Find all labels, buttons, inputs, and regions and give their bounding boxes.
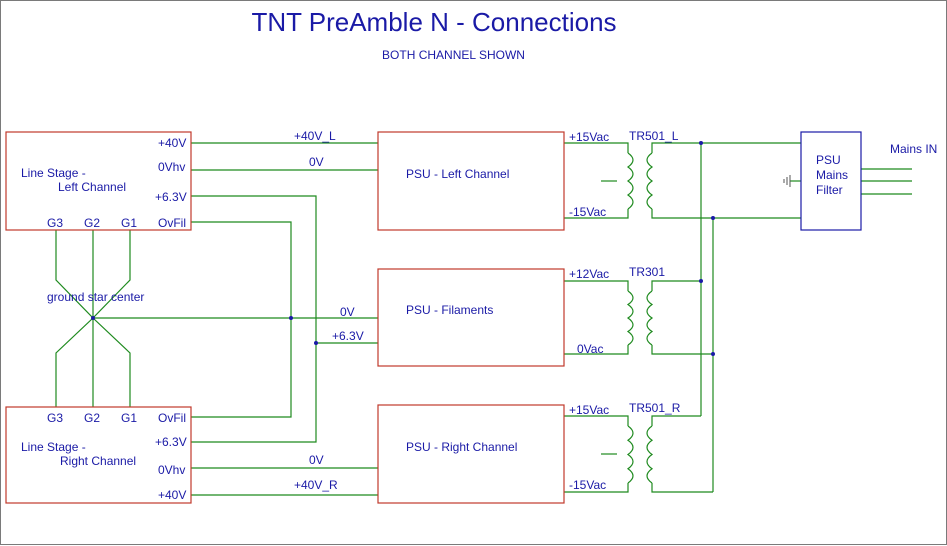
line-stage-left-label-1: Line Stage -	[21, 166, 86, 180]
diagram-subtitle: BOTH CHANNEL SHOWN	[382, 48, 525, 62]
tr501-r-primary-coil	[646, 425, 654, 484]
junction-dot	[711, 352, 715, 356]
psu-left-block	[377, 131, 565, 231]
tr501-l-label: TR501_L	[629, 129, 679, 143]
tr501-l-primary-coil	[646, 152, 654, 210]
net-40v-r: +40V_R	[294, 478, 338, 492]
psu-left-label: PSU - Left Channel	[406, 167, 509, 181]
junction-dots	[91, 141, 715, 356]
wire-pri-f-bot	[651, 345, 713, 355]
psu-fil-0vac: 0Vac	[577, 342, 603, 356]
tr501-r-label: TR501_R	[629, 401, 681, 415]
tr301-label: TR301	[629, 265, 665, 279]
net-0v-right: 0V	[309, 453, 324, 467]
ground-star-dot	[91, 316, 95, 320]
psu-filaments-block	[377, 268, 565, 367]
wire-pri-f-top	[651, 280, 701, 291]
wire-ovfil-bus	[191, 221, 292, 418]
psu-right-m15vac: -15Vac	[569, 478, 606, 492]
pin-63v-right: +6.3V	[155, 435, 187, 449]
line-stage-right-label-1: Line Stage -	[21, 440, 86, 454]
wire-pri-r-bot	[651, 483, 713, 493]
wire-g3	[55, 230, 94, 407]
tr501-l-secondary-coil	[626, 152, 634, 210]
pin-g3-left: G3	[47, 216, 63, 230]
psu-mains-filter-block	[800, 131, 862, 231]
tr301-primary-coil	[646, 290, 654, 346]
pin-40v-right: +40V	[158, 488, 186, 502]
pin-g3-right: G3	[47, 411, 63, 425]
pin-g2-left: G2	[84, 216, 100, 230]
wire-pri-l-top	[651, 142, 701, 153]
wire-15vac-left	[564, 142, 629, 153]
psu-left-15vac: +15Vac	[569, 130, 609, 144]
psu-right-block	[377, 404, 565, 504]
wire-0vac	[564, 345, 629, 355]
wire-m15vac-right	[564, 483, 629, 493]
pin-g1-left: G1	[121, 216, 137, 230]
wire-15vac-right	[564, 415, 629, 426]
psu-filaments-label: PSU - Filaments	[406, 303, 493, 317]
net-63v-fil: +6.3V	[332, 329, 364, 343]
filter-label-2: Mains	[816, 168, 848, 182]
pin-0vhv-right: 0Vhv	[158, 463, 185, 477]
transformer-coils	[626, 152, 654, 484]
line-stage-right-block	[5, 406, 192, 504]
junction-dot	[314, 341, 318, 345]
wire-pri-r-top	[651, 415, 701, 426]
junction-dot	[711, 216, 715, 220]
diagram-title: TNT PreAmble N - Connections	[251, 7, 617, 37]
pin-40v-left: +40V	[158, 136, 186, 150]
psu-right-15vac: +15Vac	[569, 403, 609, 417]
line-stage-left-label-2: Left Channel	[58, 180, 126, 194]
line-stage-left-block	[5, 131, 192, 231]
pin-ovfil-right: OvFil	[158, 411, 186, 425]
filter-label-1: PSU	[816, 153, 841, 167]
ground-star-label: ground star center	[47, 290, 144, 304]
tr301-secondary-coil	[626, 290, 634, 346]
pin-g1-right: G1	[121, 411, 137, 425]
pin-ovfil-left: OvFil	[158, 216, 186, 230]
net-0v-fil: 0V	[340, 305, 355, 319]
wire-12vac	[564, 280, 629, 291]
psu-left-m15vac: -15Vac	[569, 205, 606, 219]
mains-in-label: Mains IN	[890, 142, 937, 156]
wire-m15vac-left	[564, 209, 629, 219]
pin-63v-left: +6.3V	[155, 190, 187, 204]
wire-63v-bus	[191, 195, 317, 443]
junction-dot	[699, 279, 703, 283]
line-stage-right-label-2: Right Channel	[60, 454, 136, 468]
pin-g2-right: G2	[84, 411, 100, 425]
psu-right-label: PSU - Right Channel	[406, 440, 517, 454]
junction-dot	[289, 316, 293, 320]
psu-fil-12vac: +12Vac	[569, 267, 609, 281]
net-0v-left: 0V	[309, 155, 324, 169]
tr501-r-secondary-coil	[626, 425, 634, 484]
pin-0vhv-left: 0Vhv	[158, 160, 185, 174]
wire-pri-l-bot	[651, 209, 713, 219]
net-40v-l: +40V_L	[294, 129, 336, 143]
junction-dot	[699, 141, 703, 145]
filter-label-3: Filter	[816, 183, 843, 197]
